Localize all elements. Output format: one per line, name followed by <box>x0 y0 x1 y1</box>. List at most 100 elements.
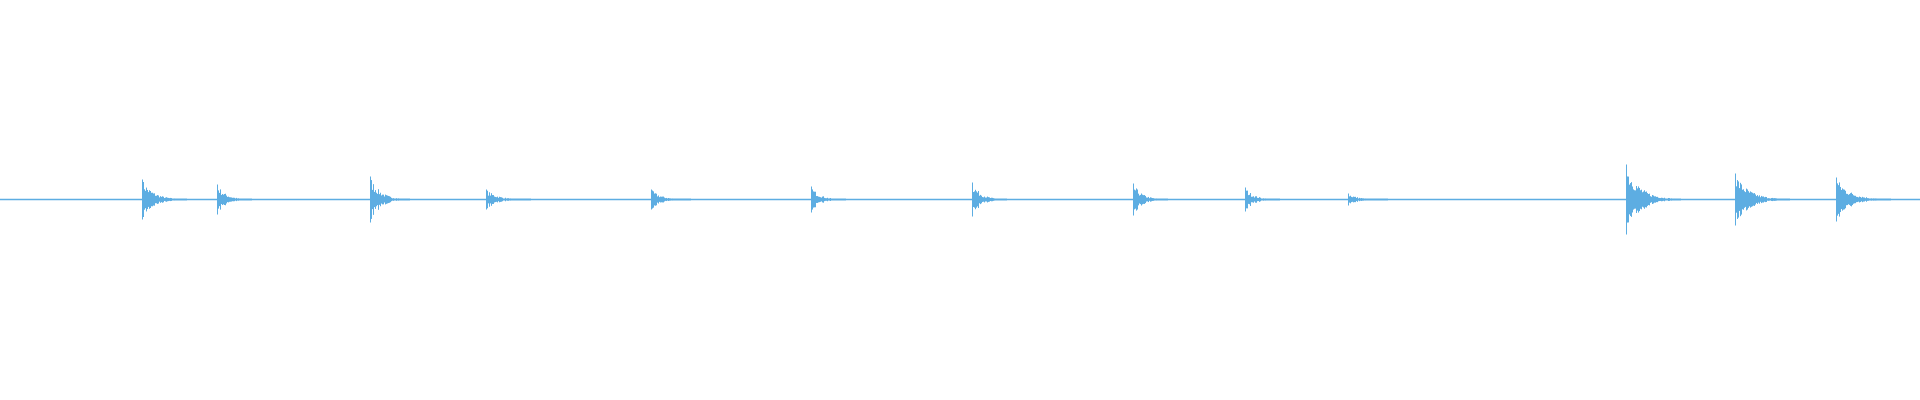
waveform-sample <box>1784 198 1785 201</box>
waveform-sample <box>1888 198 1889 201</box>
waveform-sample <box>234 197 235 202</box>
waveform-sample <box>148 192 149 207</box>
waveform-sample <box>1626 164 1627 235</box>
waveform-sample <box>243 198 244 201</box>
waveform-sample <box>1371 198 1372 201</box>
waveform-sample <box>523 198 524 201</box>
waveform-sample <box>1765 196 1766 203</box>
waveform-sample <box>819 196 820 203</box>
waveform-sample <box>815 191 816 208</box>
waveform-sample <box>662 196 663 203</box>
waveform-sample <box>372 189 373 210</box>
waveform-sample <box>381 195 382 204</box>
waveform-sample <box>1772 197 1773 202</box>
waveform-sample <box>820 197 821 202</box>
waveform-sample <box>1001 198 1002 201</box>
waveform-sample <box>1645 191 1646 208</box>
waveform-sample <box>1253 196 1254 203</box>
waveform-sample <box>1154 198 1155 201</box>
waveform-sample <box>247 198 248 201</box>
waveform-sample <box>152 192 153 207</box>
waveform-sample <box>144 189 145 210</box>
waveform-sample <box>1846 193 1847 206</box>
waveform-sample <box>228 196 229 203</box>
waveform-sample <box>1247 190 1248 209</box>
waveform-sample <box>1638 186 1639 213</box>
waveform-sample <box>1674 198 1675 201</box>
waveform-sample <box>1258 197 1259 202</box>
waveform-sample <box>1861 197 1862 202</box>
waveform-sample <box>1762 196 1763 203</box>
waveform-sample <box>1630 183 1631 216</box>
waveform-sample <box>179 198 180 201</box>
waveform-sample <box>1166 198 1167 201</box>
waveform-sample <box>186 198 187 201</box>
waveform-sample <box>1740 182 1741 217</box>
waveform-sample <box>1146 197 1147 202</box>
waveform-sample <box>654 193 655 206</box>
waveform-sample <box>686 198 687 201</box>
waveform-sample <box>511 198 512 201</box>
waveform-sample <box>1666 198 1667 201</box>
waveform-sample <box>811 186 812 213</box>
waveform-sample <box>1646 191 1647 208</box>
waveform-sample <box>1884 198 1885 201</box>
waveform-sample <box>1367 198 1368 201</box>
waveform-sample <box>391 197 392 202</box>
waveform-sample <box>1153 198 1154 201</box>
waveform-sample <box>1781 198 1782 201</box>
waveform-sample <box>1159 198 1160 201</box>
waveform-sample <box>826 198 827 201</box>
waveform-sample <box>1268 198 1269 201</box>
waveform-sample <box>669 198 670 201</box>
waveform-sample <box>1746 188 1747 211</box>
waveform-sample <box>376 192 377 207</box>
waveform-sample <box>1678 198 1679 201</box>
waveform-sample <box>994 198 995 201</box>
waveform-sample <box>487 190 488 209</box>
waveform-sample <box>1870 198 1871 201</box>
waveform-sample <box>1680 198 1681 201</box>
waveform-sample <box>982 197 983 202</box>
waveform-sample <box>684 198 685 201</box>
waveform-sample <box>1748 191 1749 208</box>
waveform-sample <box>1750 191 1751 208</box>
waveform-sample <box>494 196 495 203</box>
waveform-sample <box>1845 190 1846 209</box>
waveform-sample <box>241 198 242 201</box>
waveform-sample <box>1368 198 1369 201</box>
waveform-sample <box>985 197 986 202</box>
waveform-sample <box>371 180 372 219</box>
waveform-sample <box>384 196 385 203</box>
waveform-sample <box>1779 198 1780 201</box>
waveform-sample <box>1348 193 1349 206</box>
waveform-sample <box>1751 192 1752 207</box>
waveform-sample <box>1668 197 1669 202</box>
waveform-sample <box>1350 195 1351 204</box>
waveform-sample <box>155 195 156 204</box>
waveform-sample <box>400 198 401 201</box>
waveform-sample <box>393 198 394 201</box>
waveform-sample <box>833 198 834 201</box>
waveform-sample <box>1744 191 1745 208</box>
waveform-sample <box>1267 198 1268 201</box>
waveform-sample <box>988 197 989 202</box>
waveform-sample <box>990 198 991 201</box>
waveform-sample <box>507 198 508 201</box>
waveform-sample <box>974 191 975 208</box>
waveform-sample <box>660 196 661 203</box>
waveform-sample <box>1158 198 1159 201</box>
waveform-sample <box>1774 198 1775 201</box>
waveform-sample <box>1642 192 1643 207</box>
waveform-sample <box>380 192 381 207</box>
waveform-sample <box>165 197 166 202</box>
waveform-sample <box>374 191 375 208</box>
waveform-sample <box>143 181 144 218</box>
waveform-sample <box>664 197 665 202</box>
waveform-sample <box>1144 195 1145 204</box>
waveform-sample <box>1673 198 1674 201</box>
waveform-sample <box>825 198 826 201</box>
waveform-sample <box>1000 198 1001 201</box>
waveform-sample <box>1272 198 1273 201</box>
